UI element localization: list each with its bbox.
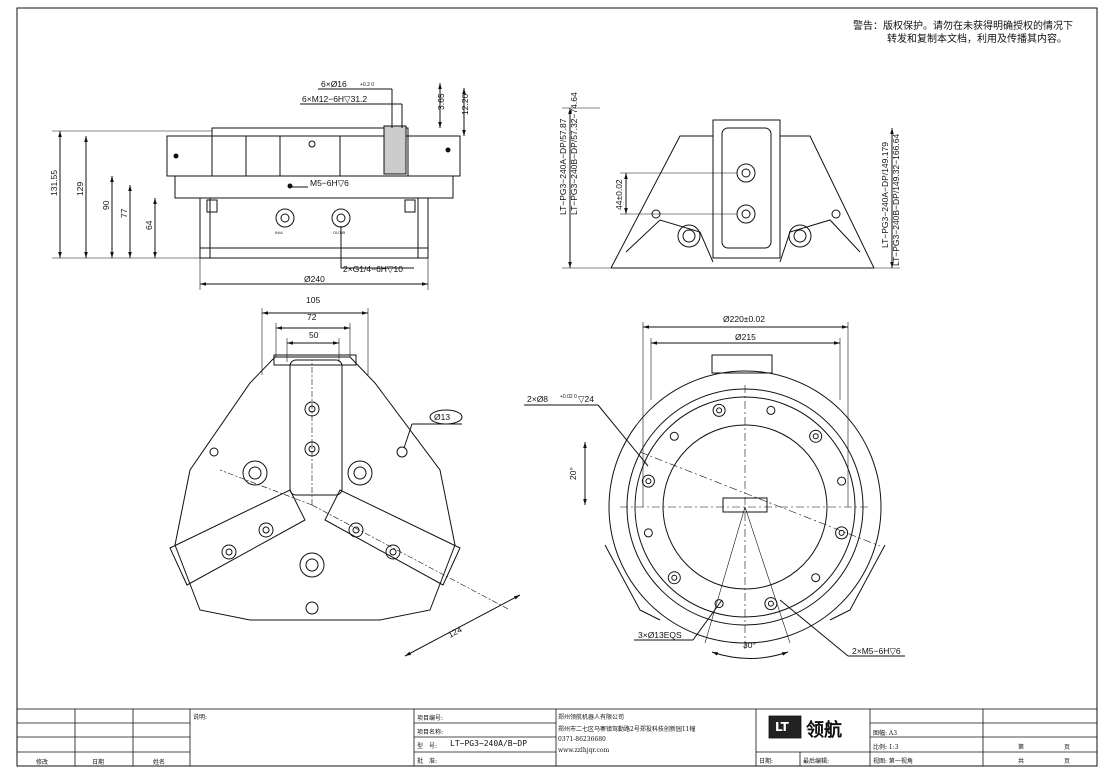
logo-mark: LT bbox=[775, 720, 789, 734]
total-label: 共 bbox=[1018, 758, 1025, 765]
bolt-hole-inner bbox=[838, 529, 845, 536]
top-view bbox=[169, 308, 521, 657]
view-type: 视图: 第一视角 bbox=[873, 758, 913, 765]
model-value: LT−PG3−240A/B−DP bbox=[450, 739, 528, 748]
port-a-label: IN/A bbox=[275, 230, 283, 235]
lt-b-height-2: LT−PG3−240B−DP/149.32−166.64 bbox=[891, 134, 901, 266]
bolt-hole bbox=[809, 429, 823, 443]
dim-105: 105 bbox=[306, 295, 320, 305]
company-address: 郑州市二七区马寨镇驾勤路2号郑投科技创新园11幢 bbox=[558, 726, 696, 733]
model-label: 型 号: bbox=[417, 743, 438, 750]
scale: 比例: 1:3 bbox=[873, 744, 899, 751]
company-name: 郑州领航机器人有限公司 bbox=[558, 714, 625, 721]
warning-line-2: 转发和复制本文档，利用及传播其内容。 bbox=[887, 34, 1067, 45]
dim-13: Ø13 bbox=[434, 412, 450, 422]
bolt-hole bbox=[712, 403, 726, 417]
port-b-label: OUT/B bbox=[333, 230, 346, 235]
bolt-hole bbox=[766, 405, 776, 415]
dim-72: 72 bbox=[307, 312, 317, 322]
pin-hole-tol: +0.02 0 bbox=[560, 394, 577, 400]
last-edit-label: 最后编辑: bbox=[803, 758, 830, 765]
note-label: 说明: bbox=[193, 714, 208, 721]
m5b-label: 2×M5−6H▽6 bbox=[852, 646, 901, 656]
bolt-hole-inner bbox=[671, 574, 678, 581]
dim-77: 77 bbox=[119, 208, 129, 218]
bolt-hole bbox=[835, 526, 849, 540]
dim-3-65: 3.65 bbox=[436, 93, 446, 110]
dim-131-55: 131.55 bbox=[49, 170, 59, 196]
date-column-header: 日期 bbox=[92, 759, 105, 766]
copyright-warning: 警告：版权保护。请勿在未获得明确授权的情况下 转发和复制本文档，利用及传播其内容… bbox=[853, 20, 1098, 46]
eqs-label: 3×Ø13EQS bbox=[638, 630, 682, 640]
sheet-border bbox=[16, 7, 1098, 767]
dim-64: 64 bbox=[144, 220, 154, 230]
total-page-unit: 页 bbox=[1064, 758, 1071, 765]
approve-label: 批 准: bbox=[417, 758, 438, 765]
dim-50: 50 bbox=[309, 330, 319, 340]
sheet-page-unit: 页 bbox=[1064, 744, 1071, 751]
dim-12-20: 12.20 bbox=[460, 93, 470, 115]
dim-215: Ø215 bbox=[735, 332, 756, 342]
g14-label: 2×G1/4−6H▽10 bbox=[343, 264, 403, 274]
bolt-hole bbox=[667, 571, 681, 585]
bolt-hole bbox=[643, 528, 653, 538]
angle-20: 20° bbox=[568, 467, 578, 480]
warning-line-1: 版权保护。请勿在未获得明确授权的情况下 bbox=[883, 21, 1073, 32]
sheet-label: 第 bbox=[1018, 744, 1025, 751]
side-view bbox=[562, 107, 900, 269]
bolt-hole-inner bbox=[812, 433, 819, 440]
drawing-number-label: 项目编号: bbox=[417, 715, 444, 722]
dim-90: 90 bbox=[101, 200, 111, 210]
bolt-hole bbox=[837, 476, 847, 486]
dim-129: 129 bbox=[75, 182, 85, 196]
dim-240: Ø240 bbox=[304, 274, 325, 284]
bolt-hole-inner bbox=[645, 478, 652, 485]
title-block-grid bbox=[16, 708, 1098, 767]
dim-220: Ø220±0.02 bbox=[723, 314, 765, 324]
holes-16-label: 6×Ø16 bbox=[321, 79, 347, 89]
date-label: 日期: bbox=[759, 758, 774, 765]
company-phone: 0371-86236680 bbox=[558, 736, 606, 743]
holes-16-tol: +0.2 0 bbox=[360, 82, 374, 88]
company-website: www.zzlhjqr.com bbox=[558, 747, 610, 754]
bolt-hole-inner bbox=[716, 407, 723, 414]
angle-30: 30° bbox=[743, 640, 756, 650]
bolt-hole bbox=[669, 431, 679, 441]
name-column-header: 姓名 bbox=[153, 759, 166, 766]
lt-a-height-1: LT−PG3−240A−DP/57.87 bbox=[558, 118, 568, 215]
bolt-hole-inner bbox=[767, 600, 774, 607]
sheet-size: 图幅: A3 bbox=[873, 730, 898, 737]
dim-44: 44±0.02 bbox=[614, 179, 624, 210]
lt-a-height-2: LT−PG3−240A−DP/149.179 bbox=[880, 142, 890, 248]
bolt-hole bbox=[811, 573, 821, 583]
lt-b-height-1: LT−PG3−240B−DP/57.32−74.64 bbox=[569, 92, 579, 215]
bolt-hole bbox=[764, 597, 778, 611]
front-view bbox=[52, 83, 466, 290]
m12-label: 6×M12−6H▽31.2 bbox=[302, 94, 367, 104]
pin-hole-depth: ▽24 bbox=[578, 394, 594, 404]
bottom-view bbox=[524, 322, 905, 659]
bolt-hole bbox=[714, 599, 724, 609]
project-name-label: 项目名称: bbox=[417, 729, 444, 736]
logo-text: 领航 bbox=[806, 720, 842, 741]
m5-label: M5−6H▽6 bbox=[310, 178, 349, 188]
bolt-circle bbox=[641, 403, 849, 611]
warning-prefix: 警告： bbox=[853, 21, 883, 32]
rev-column-header: 修改 bbox=[36, 759, 49, 766]
pin-hole-label: 2×Ø8 bbox=[527, 394, 548, 404]
bolt-hole bbox=[641, 474, 655, 488]
